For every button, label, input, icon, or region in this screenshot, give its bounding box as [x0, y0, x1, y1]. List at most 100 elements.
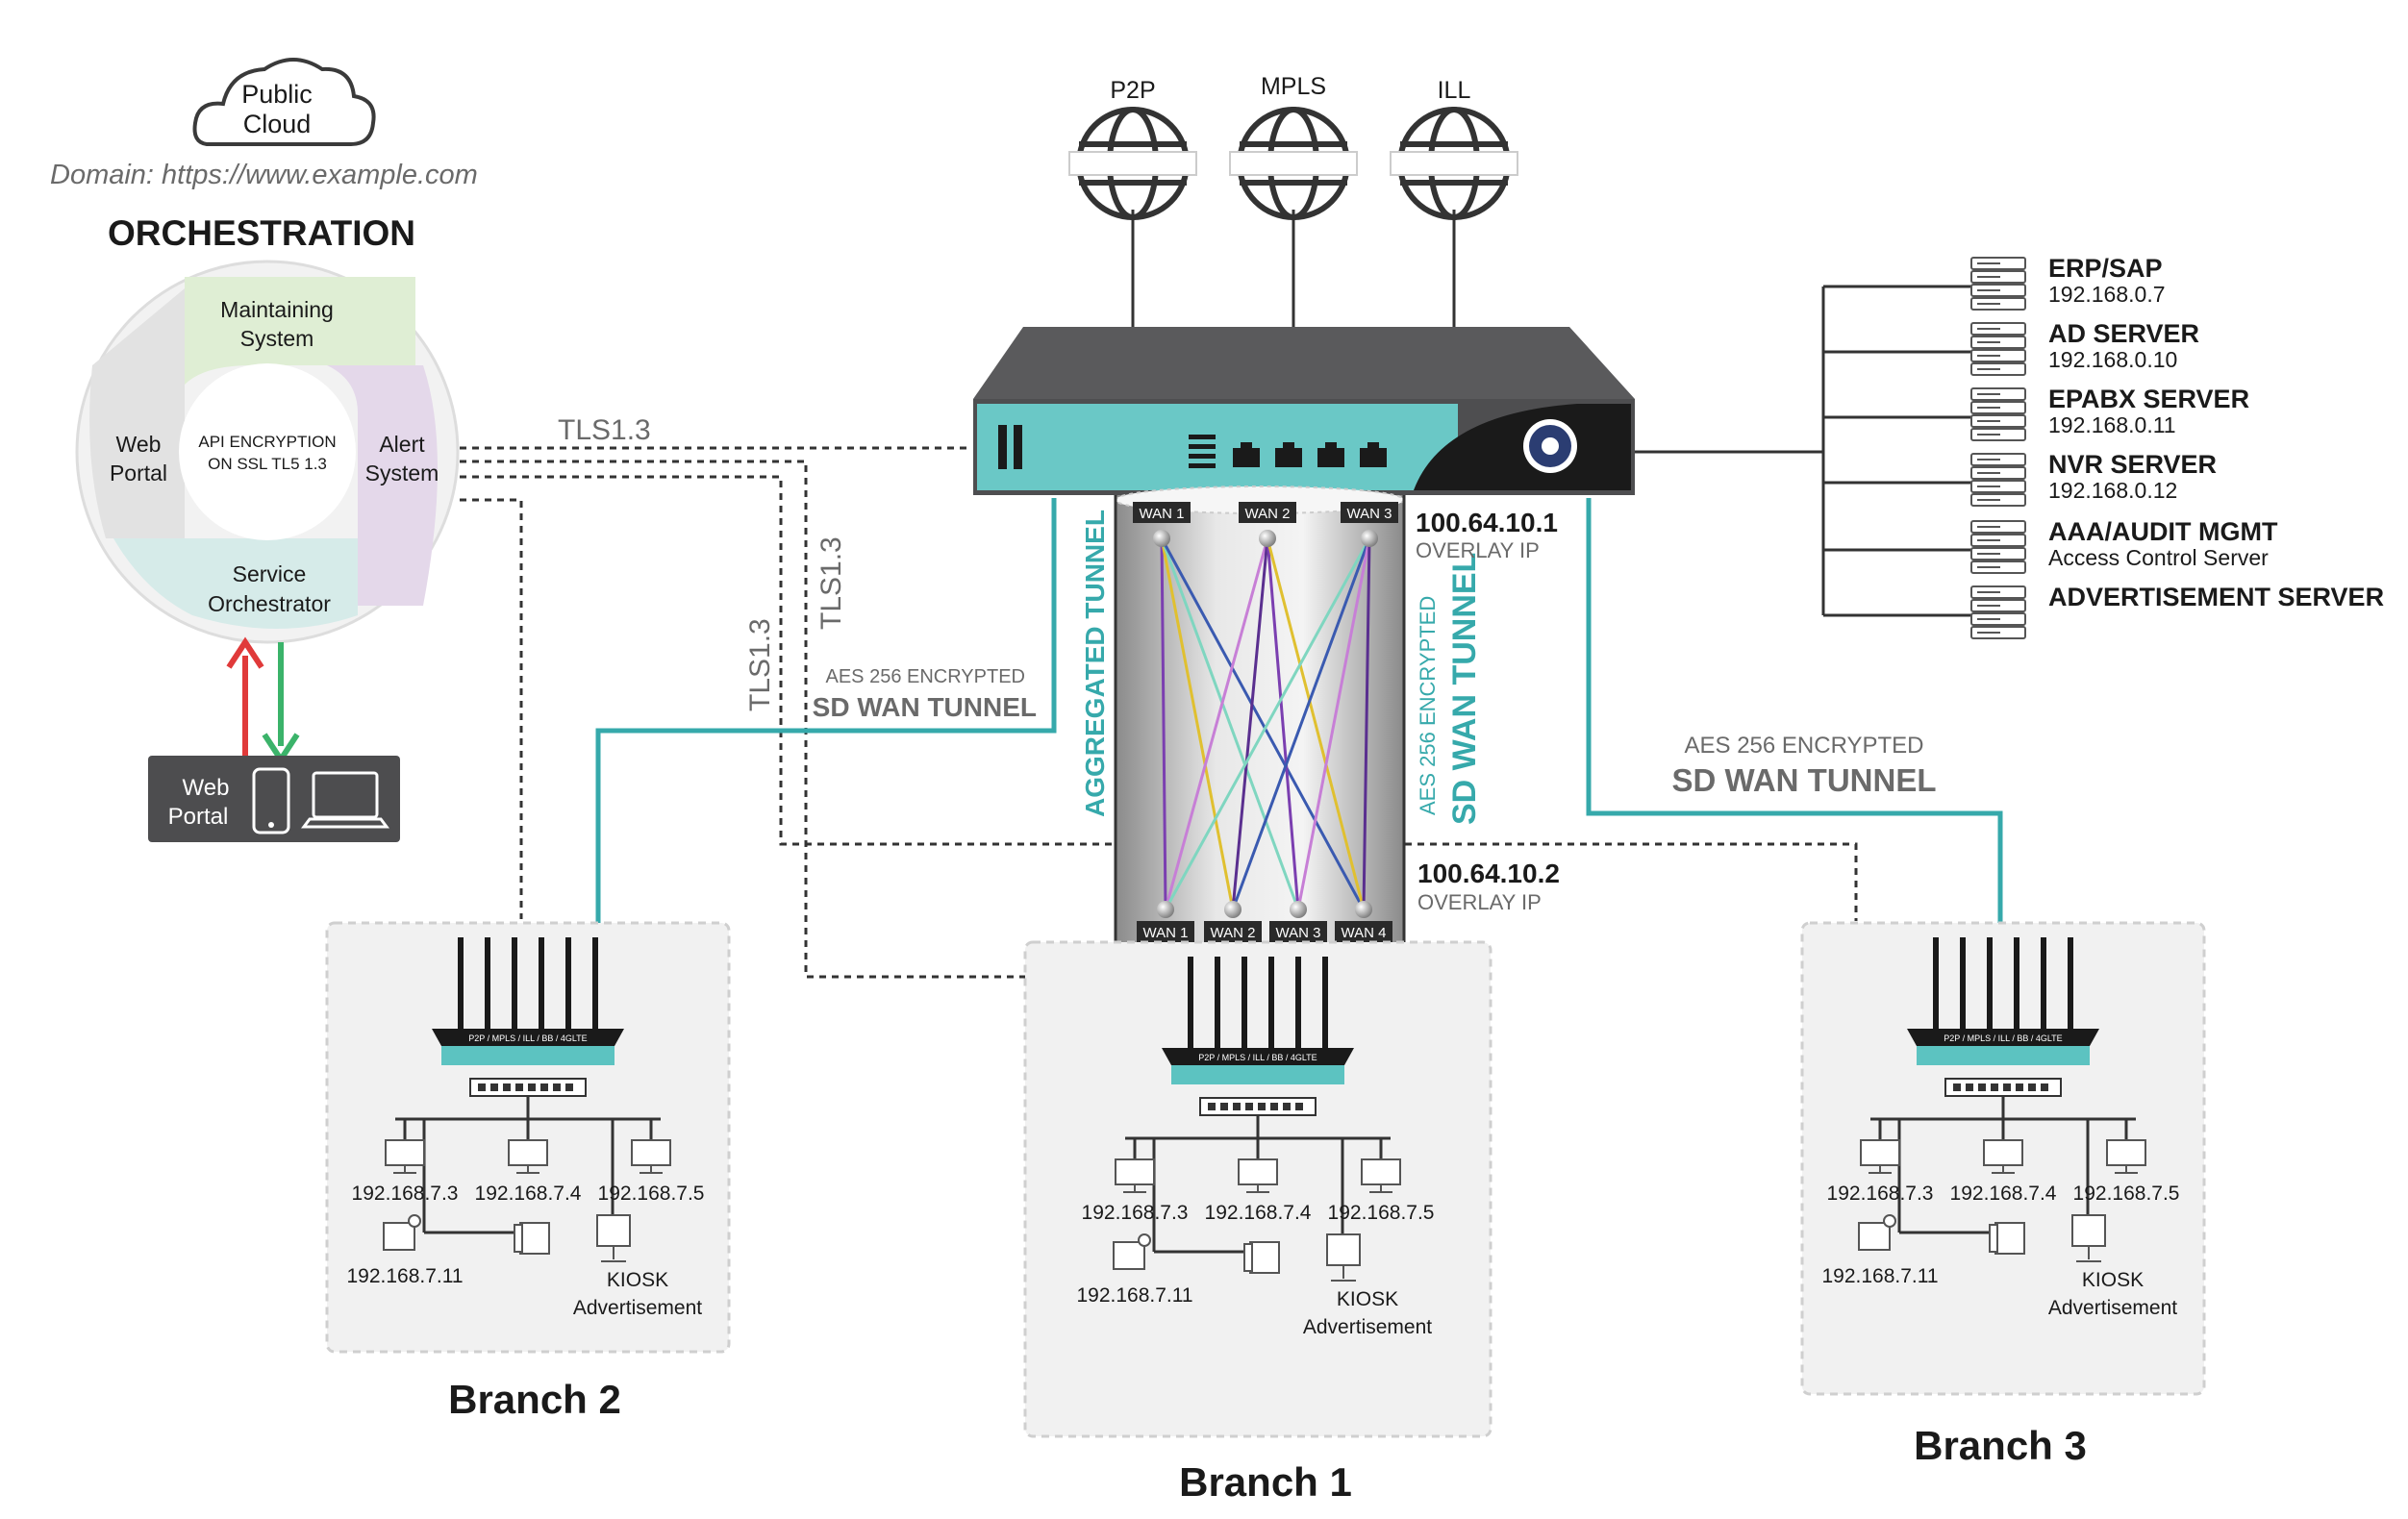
wan-tag [1204, 921, 1262, 942]
printer-icon [1113, 1233, 1151, 1270]
kiosk-icon [596, 1214, 631, 1262]
tunnel-link-line [1160, 537, 1366, 910]
wan-endpoint [1361, 530, 1378, 547]
globe-ill: ILL [1390, 77, 1518, 327]
server-detail: 192.168.0.11 [2048, 412, 2176, 437]
globe-p2p: P2P [1068, 77, 1197, 327]
host-ip-label: 192.168.7.4 [475, 1183, 582, 1205]
server-detail: 192.168.0.7 [2048, 282, 2166, 307]
tunnel-center-top: AES 256 ENCRYPTED [1416, 596, 1440, 815]
overlay-top-ip: 100.64.10.1 [1416, 508, 1558, 537]
desktop-monitor-icon [1361, 1158, 1401, 1193]
desk-phone-icon [514, 1222, 550, 1255]
aggregated-tunnel-label: AGGREGATED TUNNEL [1080, 510, 1110, 817]
maintaining-label-2: System [240, 326, 314, 351]
link-globes: P2P MPLS ILL [1068, 73, 1518, 327]
ethernet-ports [1189, 435, 1387, 468]
wifi-router-icon: P2P / MPLS / ILL / BB / 4GLTE [432, 937, 624, 1065]
link-label-p2p: P2P [1110, 77, 1155, 104]
wan-endpoint [1290, 901, 1307, 918]
wan-tag-label: WAN 2 [1211, 925, 1256, 941]
kiosk-icon [2071, 1214, 2106, 1262]
wan-tag-label: WAN 1 [1140, 506, 1185, 522]
desk-phone-icon [1989, 1222, 2025, 1255]
server-rack-icon [1970, 453, 2026, 507]
sdwan-tunnel-lines [595, 498, 2003, 925]
branch-site: P2P / MPLS / ILL / BB / 4GLTE 192.168.7.3… [325, 921, 731, 1354]
server-name: NVR SERVER [2048, 450, 2217, 479]
overlay-bottom-label: OVERLAY IP [1417, 890, 1542, 914]
tls-connectors [460, 446, 1858, 979]
server-tree-lines [1635, 285, 1971, 617]
branch-site: P2P / MPLS / ILL / BB / 4GLTE 192.168.7.3… [1023, 940, 1492, 1438]
printer-icon [383, 1214, 421, 1251]
host-ip-label: 192.168.7.5 [2073, 1183, 2180, 1205]
server-rack-icon [1970, 520, 2026, 574]
tunnel-left-top: AES 256 ENCRYPTED [826, 666, 1026, 687]
brand-logo-icon [1523, 419, 1577, 473]
segment-web [89, 288, 185, 538]
desk-phone-icon [1243, 1241, 1280, 1274]
wan-tag [1239, 502, 1296, 523]
arrow-up-icon [226, 636, 264, 669]
orchestration-wheel: Maintaining System Alert System Service … [75, 260, 460, 644]
cloud-label-2: Cloud [243, 110, 312, 138]
link-label-mpls: MPLS [1261, 73, 1326, 100]
server-row: ADVERTISEMENT SERVER [1970, 583, 2384, 639]
desktop-monitor-icon [2106, 1139, 2146, 1174]
server-name: AD SERVER [2048, 319, 2199, 348]
wan-endpoint [1259, 530, 1276, 547]
wan-tag-label: WAN 3 [1276, 925, 1321, 941]
host-ip-label: 192.168.7.5 [598, 1183, 705, 1205]
service-label-2: Orchestrator [208, 591, 331, 616]
wan-endpoint [1224, 901, 1242, 918]
power-switch-icon [998, 425, 1022, 469]
tls-label-low: TLS1.3 [744, 618, 776, 711]
desktop-monitor-icon [1238, 1158, 1278, 1193]
router-label: P2P / MPLS / ILL / BB / 4GLTE [1944, 1033, 2062, 1043]
wifi-router-icon: P2P / MPLS / ILL / BB / 4GLTE [1162, 957, 1354, 1084]
tunnel-link-line [1362, 537, 1371, 910]
host-ip-label: 192.168.7.4 [1205, 1202, 1312, 1224]
api-encryption-label-1: API ENCRYPTION [198, 433, 336, 451]
kiosk-icon [1326, 1233, 1361, 1282]
host-ip-label: 192.168.7.3 [352, 1183, 459, 1205]
lan-tree [1870, 1096, 2136, 1234]
server-rack-icon [1970, 387, 2026, 441]
tunnel-link-line [1164, 537, 1371, 910]
tunnel-left-main: SD WAN TUNNEL [813, 692, 1037, 722]
tunnel-link-line [1164, 537, 1269, 910]
sdwan-appliance [973, 327, 1635, 495]
host-ip-label: 192.168.7.3 [1082, 1202, 1189, 1224]
orchestration-arrows [226, 636, 300, 765]
orchestration-title: ORCHESTRATION [108, 213, 415, 253]
branch-title: Branch 2 [448, 1377, 621, 1422]
server-detail: Access Control Server [2048, 545, 2269, 570]
wan-tag [1137, 921, 1194, 942]
desktop-monitor-icon [1860, 1139, 1900, 1174]
printer-icon [1858, 1214, 1896, 1251]
desktop-monitor-icon [508, 1139, 548, 1174]
tunnel-right-main: SD WAN TUNNEL [1672, 762, 1937, 798]
server-detail: 192.168.0.12 [2048, 478, 2177, 503]
tunnel-link-line [1266, 537, 1300, 910]
api-encryption-label-2: ON SSL TL5 1.3 [208, 455, 327, 473]
segment-alert [327, 365, 438, 606]
wan-tag [1335, 921, 1392, 942]
web-portal-box[interactable]: Web Portal [148, 756, 400, 842]
cloud-icon [192, 58, 376, 146]
tunnel-link-line [1160, 537, 1235, 910]
maintaining-label-1: Maintaining [220, 297, 334, 322]
globe-mpls: MPLS [1229, 73, 1358, 327]
tunnel-right-top: AES 256 ENCRYPTED [1685, 733, 1924, 759]
